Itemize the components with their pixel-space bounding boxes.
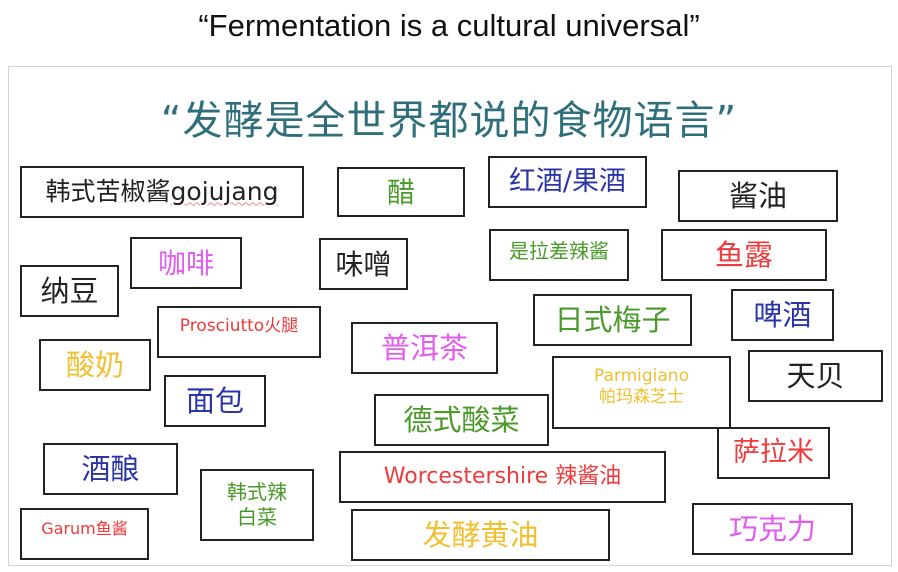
food-box-coffee: 咖啡: [130, 237, 242, 289]
food-label: 韩式苦椒酱: [45, 177, 171, 207]
food-box-soy-sauce: 酱油: [678, 170, 838, 222]
food-box-worcestershire: Worcestershire 辣酱油: [339, 451, 666, 503]
food-box-umeboshi: 日式梅子: [533, 294, 692, 346]
food-label: 白菜: [237, 505, 277, 529]
food-box-salami: 萨拉米: [717, 427, 830, 479]
food-label: Parmigiano: [594, 366, 689, 386]
food-box-beer: 啤酒: [731, 289, 834, 341]
page-heading: “Fermentation is a cultural universal”: [198, 8, 700, 43]
food-box-sauerkraut: 德式酸菜: [374, 394, 549, 446]
food-box-garum: Garum鱼酱: [20, 508, 149, 560]
food-box-cultured-butter: 发酵黄油: [351, 509, 610, 561]
food-box-fish-sauce: 鱼露: [661, 229, 827, 281]
food-box-bread: 面包: [164, 375, 266, 427]
food-box-tempeh: 天贝: [748, 350, 883, 402]
food-label: gojujang: [170, 177, 279, 207]
food-box-jiuniang: 酒酿: [43, 443, 178, 495]
food-label: 帕玛森芝士: [599, 387, 684, 408]
food-box-yogurt: 酸奶: [39, 339, 151, 391]
food-box-kimchi: 韩式辣白菜: [200, 469, 314, 541]
slide-title: “发酵是全世界都说的食物语言”: [160, 98, 738, 144]
food-box-puer-tea: 普洱茶: [351, 322, 498, 374]
food-box-prosciutto: Prosciutto火腿: [157, 306, 321, 358]
food-box-vinegar: 醋: [337, 167, 465, 217]
food-box-natto: 纳豆: [20, 265, 119, 317]
food-label: 韩式辣: [227, 480, 287, 504]
food-box-miso: 味噌: [319, 238, 408, 290]
food-box-chocolate: 巧克力: [692, 503, 853, 555]
food-box-wine: 红酒/果酒: [488, 156, 647, 208]
slide-frame: [8, 66, 892, 566]
food-box-sriracha: 是拉差辣酱: [489, 229, 629, 281]
